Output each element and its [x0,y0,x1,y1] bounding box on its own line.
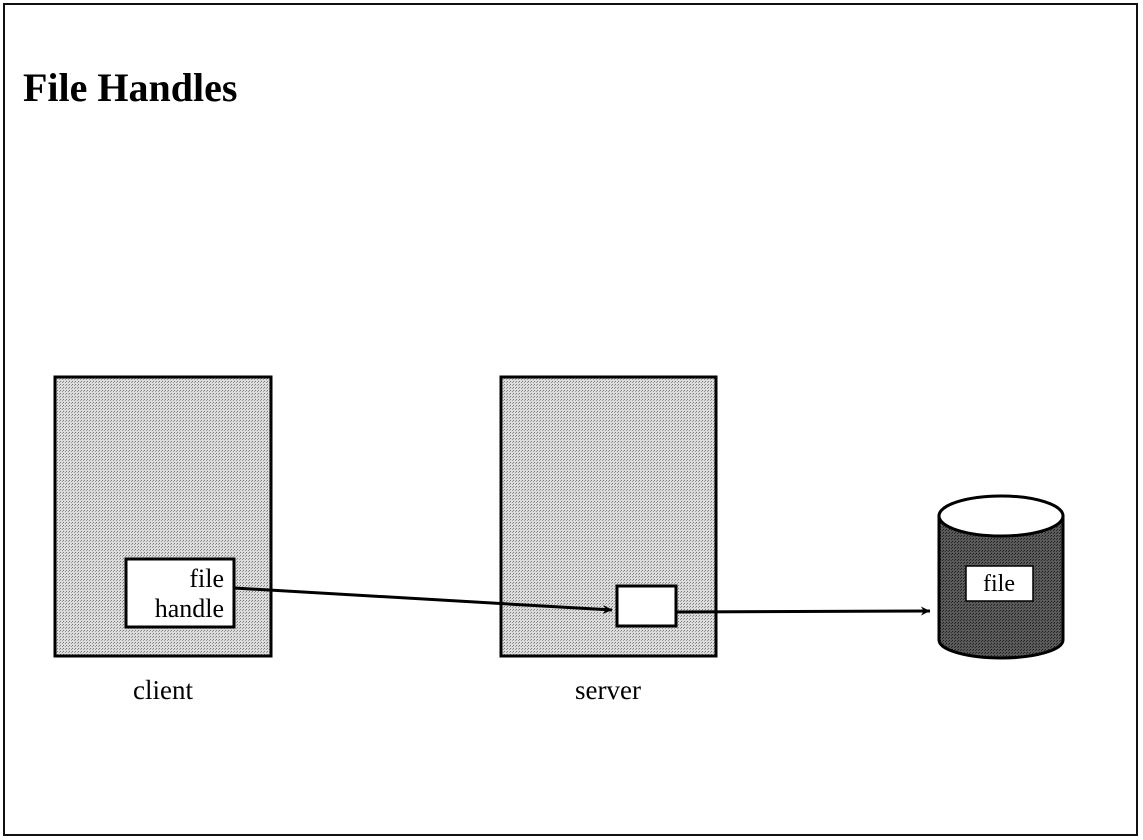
server-handle-box [615,584,678,628]
client-label: client [133,675,193,705]
server-to-file-arrow [675,606,931,616]
server-node: server [499,375,718,705]
client-node: file handle client [53,375,273,705]
disk-file-label: file [983,571,1015,597]
file-handle-label-line1: file [189,564,224,593]
disk-file-label-box [965,565,1034,602]
server-box [499,375,718,658]
client-to-server-arrow [233,586,613,614]
file-handle-box [124,557,236,629]
file-handle-label-line2: handle [155,594,224,623]
server-label: server [575,675,641,705]
disk-top [937,494,1065,538]
file-disk: file [937,494,1065,660]
page-title: File Handles [23,65,238,110]
slide-frame [3,3,1138,836]
